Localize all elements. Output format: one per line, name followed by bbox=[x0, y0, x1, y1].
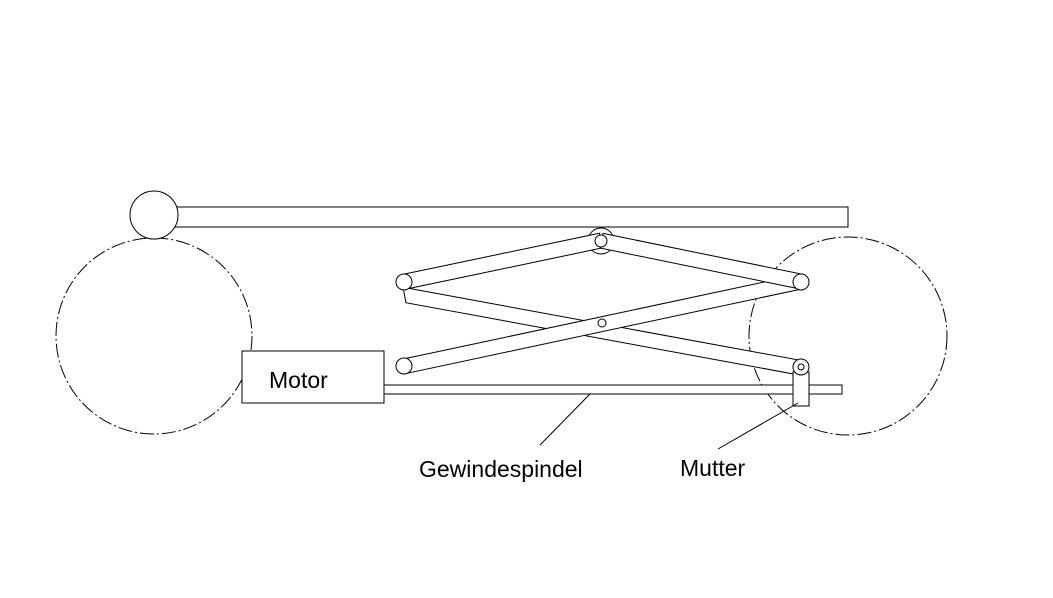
joint-upper-right bbox=[792, 273, 810, 291]
platform-pivot-roller bbox=[129, 190, 179, 240]
upper-link-left bbox=[401, 232, 603, 290]
nut-leader-line bbox=[717, 402, 799, 450]
nut-pin bbox=[797, 363, 805, 371]
joint-lower-left bbox=[395, 357, 413, 375]
motor-box bbox=[241, 350, 385, 404]
left-wheel-outline bbox=[55, 237, 253, 435]
spindle-label: Gewindespindel bbox=[419, 456, 583, 482]
upper-link-right bbox=[599, 232, 804, 290]
threaded-spindle bbox=[383, 384, 843, 395]
right-wheel-outline bbox=[748, 236, 948, 436]
spindle-leader-line bbox=[539, 393, 591, 446]
top-joint-pin bbox=[594, 234, 608, 248]
joint-upper-left bbox=[395, 273, 413, 291]
motor-label: Motor bbox=[269, 367, 328, 393]
platform-bar bbox=[153, 206, 849, 228]
nut-label: Mutter bbox=[680, 455, 746, 481]
spindle-nut bbox=[792, 371, 810, 407]
joint-center bbox=[597, 318, 607, 328]
